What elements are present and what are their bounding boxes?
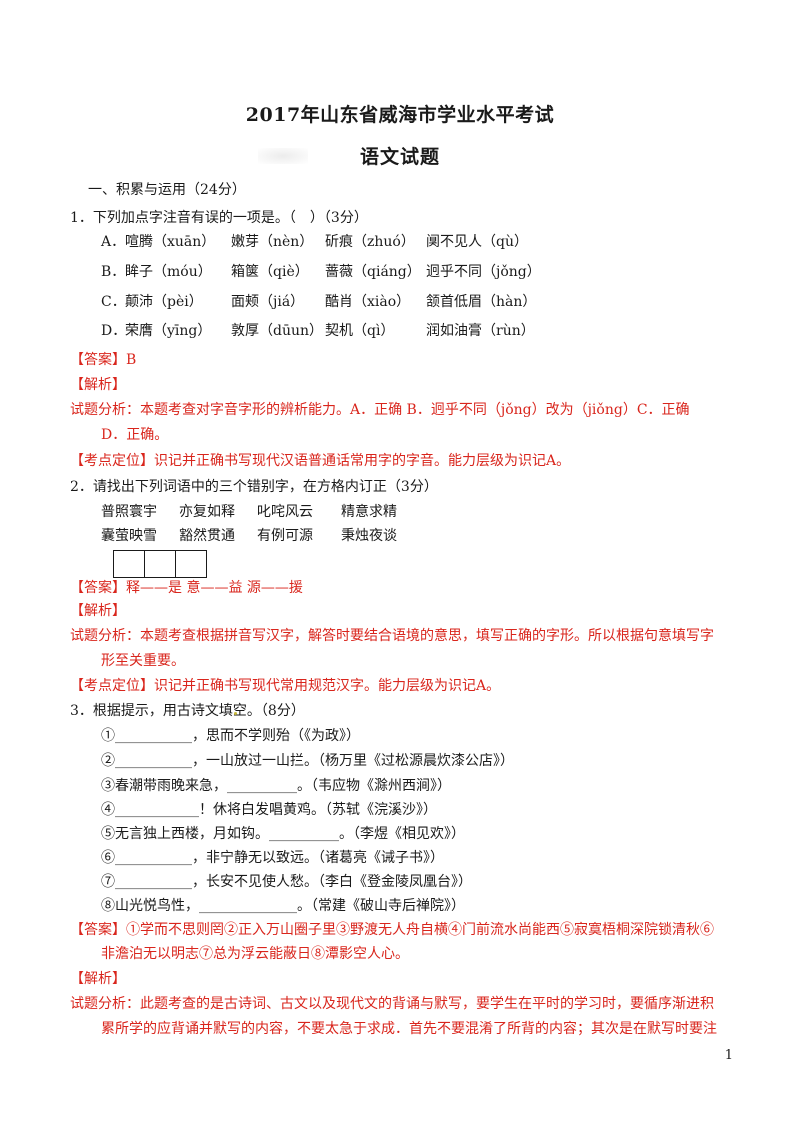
q2-knowledge-point: 【考点定位】识记并正确书写现代常用规范汉字。能力层级为识记A。 — [70, 678, 501, 694]
stray-mark — [234, 712, 237, 715]
page-number: 1 — [724, 1048, 733, 1063]
q3-analysis-text: 试题分析：此题考查的是古诗词、古文以及现代文的背诵与默写，要学生在平时的学习时，… — [70, 996, 714, 1012]
q3-item-2: ②___________，一山放过一山拦。（杨万里《过松源晨炊漆公店》） — [101, 753, 514, 769]
q2-analysis-label: 【解析】 — [70, 603, 126, 619]
correction-cell[interactable] — [175, 550, 207, 578]
q3-item-6: ⑥___________，非宁静无以致远。（诸葛亮《诫子书》） — [101, 850, 444, 866]
q1-answer: 【答案】B — [70, 352, 137, 368]
q3-item-8: ⑧山光悦鸟性，______________。（常建《破山寺后禅院》） — [101, 898, 465, 914]
q1-analysis-text: 试题分析：本题考查对字音字形的辨析能力。A．正确 B．迥乎不同（jǒng）改为（… — [70, 402, 690, 418]
watermark-smudge — [258, 148, 308, 164]
q2-answer: 【答案】释——是 意——益 源——援 — [70, 580, 303, 596]
q2-analysis-text-cont: 形至关重要。 — [101, 653, 185, 669]
q1-knowledge-point: 【考点定位】识记并正确书写现代汉语普通话常用字的字音。能力层级为识记A。 — [70, 453, 571, 469]
q3-stem: 3．根据提示，用古诗文填空。（8分） — [70, 703, 305, 719]
q3-analysis-label: 【解析】 — [70, 971, 126, 987]
q2-stem: 2．请找出下列词语中的三个错别字，在方格内订正（3分） — [70, 479, 438, 495]
correction-cell[interactable] — [144, 550, 176, 578]
q2-analysis-text: 试题分析：本题考查根据拼音写汉字，解答时要结合语境的意思，填写正确的字形。所以根… — [70, 628, 714, 644]
correction-cell[interactable] — [113, 550, 145, 578]
q3-answer-cont: 非澹泊无以明志⑦总为浮云能蔽日⑧潭影空人心。 — [101, 946, 409, 962]
section-heading: 一、积累与运用（24分） — [88, 182, 246, 198]
q3-item-7: ⑦___________，长安不见使人愁。（李白《登金陵凤凰台》） — [101, 874, 472, 890]
q1-analysis-text-cont: D．正确。 — [101, 427, 169, 443]
q1-analysis-label: 【解析】 — [70, 377, 126, 393]
page-subtitle: 语文试题 — [359, 146, 440, 168]
page-title: 2017年山东省威海市学业水平考试 — [245, 104, 555, 126]
q3-answer: 【答案】①学而不思则罔②正入万山圈子里③野渡无人舟自横④门前流水尚能西⑤寂寞梧桐… — [70, 922, 714, 938]
q3-item-1: ①___________，思而不学则殆（《为政》） — [101, 728, 360, 744]
q1-stem: 1．下列加点字注音有误的一项是。（ ）（3分） — [70, 210, 368, 226]
correction-grid — [113, 550, 207, 578]
q3-item-4: ④____________！休将白发唱黄鸡。（苏轼《浣溪沙》） — [101, 802, 437, 818]
q3-analysis-text-cont: 累所学的应背诵并默写的内容，不要太急于求成．首先不要混淆了所背的内容；其次是在默… — [101, 1021, 717, 1037]
q3-item-3: ③春潮带雨晚来急，__________。（韦应物《滁州西涧》） — [101, 778, 451, 794]
q3-item-5: ⑤无言独上西楼，月如钩。__________。（李煜《相见欢》） — [101, 826, 465, 842]
